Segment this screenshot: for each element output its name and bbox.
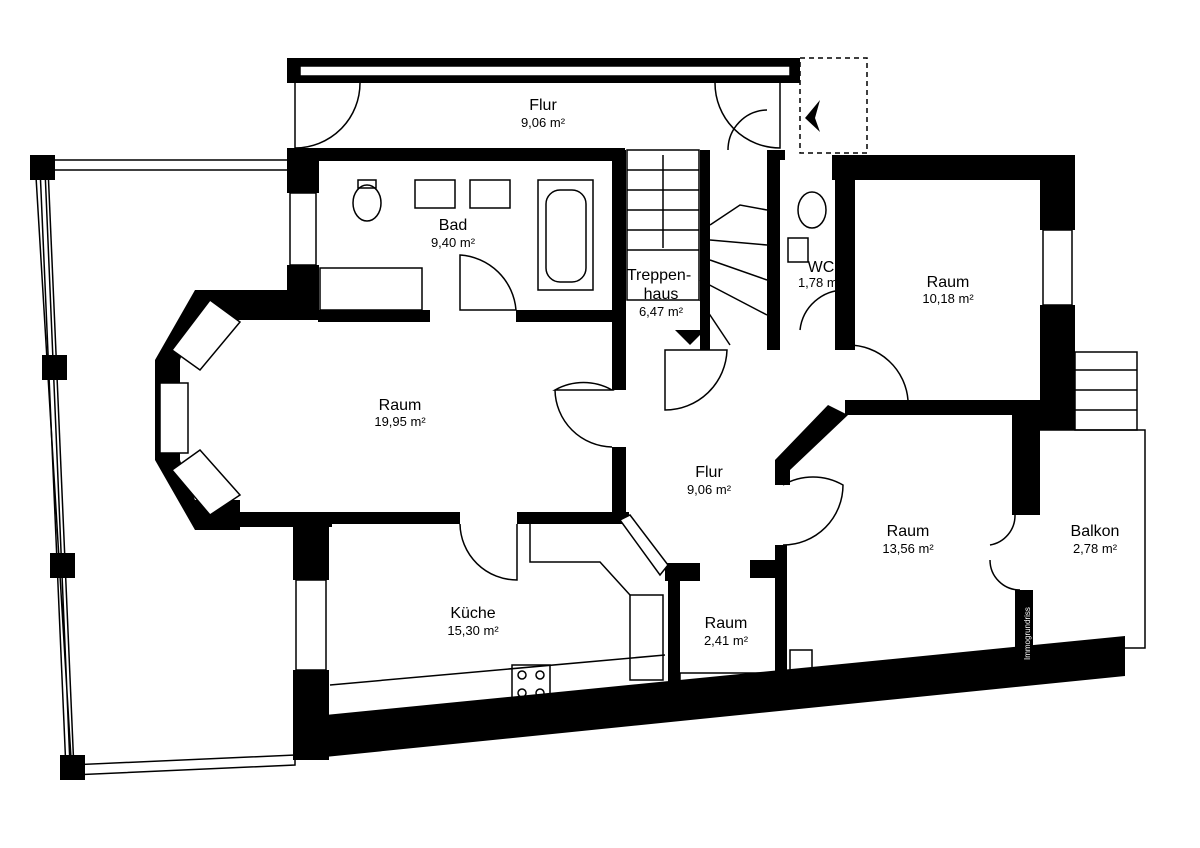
svg-text:Flur: Flur: [695, 464, 723, 481]
svg-text:Raum: Raum: [705, 615, 748, 632]
stair-direction-arrow: [675, 330, 705, 345]
sink-icon: [629, 594, 664, 681]
svg-text:6,47 m²: 6,47 m²: [639, 304, 684, 319]
svg-text:9,06 m²: 9,06 m²: [687, 482, 732, 497]
bathtub-icon: [537, 179, 594, 291]
svg-text:Raum: Raum: [887, 523, 930, 540]
toilet-icon: [352, 184, 382, 222]
walls: [155, 58, 1125, 760]
balcony-railing: [1040, 351, 1146, 649]
svg-text:Balkon: Balkon: [1071, 523, 1120, 540]
svg-text:Flur: Flur: [529, 97, 557, 114]
svg-text:Bad: Bad: [439, 217, 467, 234]
svg-text:19,95 m²: 19,95 m²: [374, 414, 426, 429]
svg-text:Raum: Raum: [379, 397, 422, 414]
svg-text:WC: WC: [808, 259, 835, 276]
stove-icon: [511, 664, 551, 704]
svg-text:10,18 m²: 10,18 m²: [922, 291, 974, 306]
watermark: Immogrundriss: [1023, 607, 1032, 660]
svg-text:9,40 m²: 9,40 m²: [431, 235, 476, 250]
toilet-icon: [797, 191, 827, 229]
svg-text:2,41 m²: 2,41 m²: [704, 633, 749, 648]
svg-text:Raum: Raum: [927, 274, 970, 291]
svg-text:Treppen-: Treppen-: [627, 267, 691, 284]
svg-text:15,30 m²: 15,30 m²: [447, 623, 499, 638]
staircase: [626, 57, 868, 346]
terrace-railing: [30, 155, 296, 780]
sink-icon: [414, 179, 456, 209]
svg-text:9,06 m²: 9,06 m²: [521, 115, 566, 130]
sink-icon: [469, 179, 511, 209]
svg-text:13,56 m²: 13,56 m²: [882, 541, 934, 556]
doors: [294, 82, 1021, 591]
svg-text:1,78 m²: 1,78 m²: [798, 275, 843, 290]
svg-text:haus: haus: [644, 286, 679, 303]
svg-text:Küche: Küche: [450, 605, 495, 622]
fixtures: [319, 179, 827, 704]
sink-icon: [787, 237, 809, 263]
room-wc: WC1,78 m²: [798, 259, 843, 290]
svg-text:2,78 m²: 2,78 m²: [1073, 541, 1118, 556]
